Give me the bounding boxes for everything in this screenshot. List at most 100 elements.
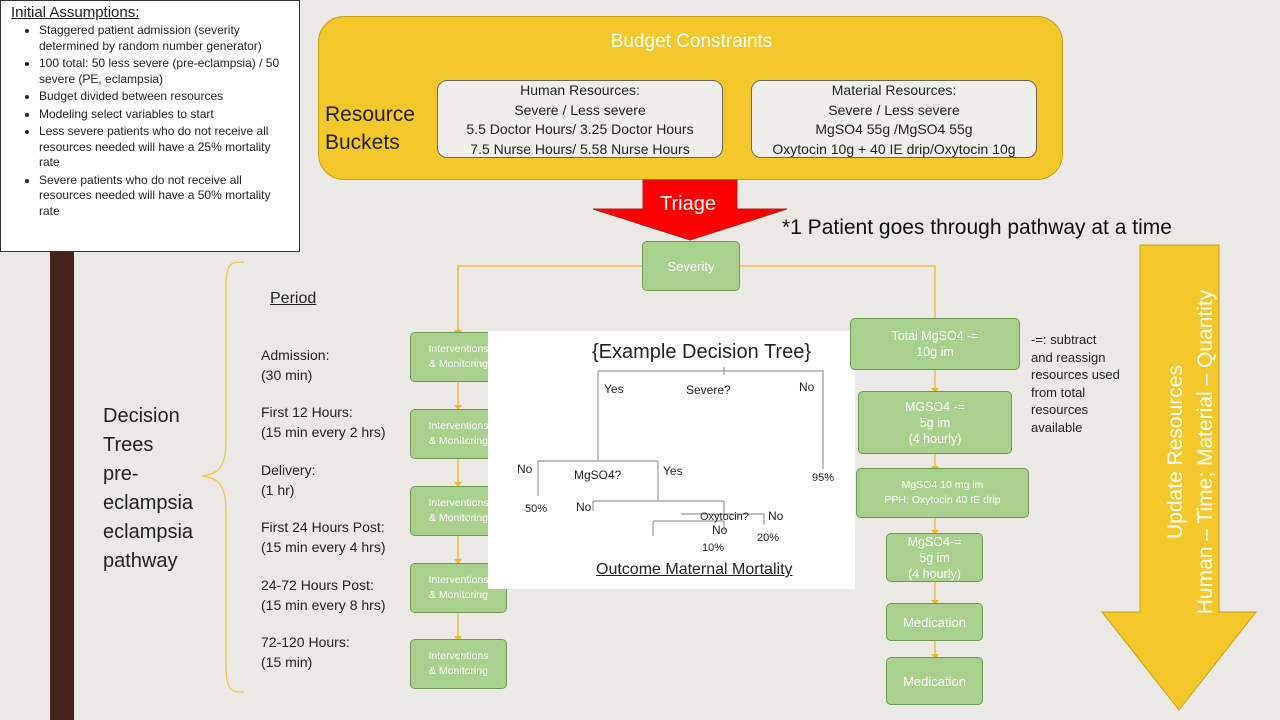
box-line: Total MgSO4 -=: [891, 329, 979, 343]
example-decision-tree: {Example Decision Tree} Yes Severe? No N…: [488, 331, 855, 589]
assumptions-list: Staggered patient admission (severity de…: [9, 23, 291, 219]
tree-outcome-caption: Outcome Maternal Mortality: [596, 561, 793, 578]
box-line: MGSO4 -=: [904, 399, 966, 414]
box-line: (4 hourly): [908, 566, 961, 581]
period-row: First 24 Hours Post:(15 min every 4 hrs): [261, 517, 385, 557]
tree-label: No: [517, 462, 533, 476]
assumption-item: Budget divided between resources: [39, 89, 291, 105]
tree-label: No: [576, 500, 592, 514]
assumption-item: Modeling select variables to start: [39, 107, 291, 123]
pathway-note: *1 Patient goes through pathway at a tim…: [782, 216, 1172, 239]
period-name: 72-120 Hours:: [261, 634, 350, 650]
box-line: & Monitoring: [429, 358, 488, 370]
period-duration: (15 min every 2 hrs): [261, 424, 386, 440]
label-line: Decision: [103, 405, 180, 427]
medication-box: Medication: [886, 603, 983, 641]
resource-buckets-label: Resource Buckets: [325, 101, 415, 157]
box-line: & Monitoring: [429, 435, 488, 447]
human-resources-box: Human Resources: Severe / Less severe 5.…: [437, 80, 723, 158]
period-row: Admission: (30 min): [261, 345, 329, 385]
period-duration: (1 hr): [261, 482, 295, 498]
box-line: (4 hourly): [908, 431, 962, 446]
budget-title: Budget Constraints: [610, 31, 773, 52]
assumptions-box: Initial Assumptions: Staggered patient a…: [0, 0, 300, 252]
box-line: & Monitoring: [429, 589, 488, 601]
timeline-bar: [50, 252, 74, 720]
period-row: Delivery: (1 hr): [261, 460, 315, 500]
buckets-line: Resource: [325, 103, 415, 126]
buckets-line: Buckets: [325, 131, 400, 154]
tree-lines: [537, 367, 824, 536]
tree-node: Oxytocin?: [700, 511, 749, 523]
period-row: 24-72 Hours Post: (15 min every 8 hrs): [261, 575, 385, 615]
update-line2: Human – Time; Material – Quantity: [1194, 289, 1217, 614]
tree-outcome: 95%: [812, 472, 835, 484]
medication-box: Medication: [886, 657, 983, 705]
box-line: Interventions: [428, 574, 489, 586]
box-line: 5g im: [919, 550, 950, 565]
assumption-item: Staggered patient admission (severity de…: [39, 23, 291, 54]
human-nurse-hours: 7.5 Nurse Hours/ 5.58 Nurse Hours: [470, 140, 690, 157]
tree-label: No: [799, 380, 815, 394]
assumption-item: 100 total: 50 less severe (pre-eclampsia…: [39, 56, 291, 87]
label-line: eclampsia: [103, 492, 194, 514]
tree-outcome: 50%: [525, 503, 548, 515]
tree-node: MgSO4?: [574, 468, 622, 482]
box-line: MgSO4 10 mg im: [901, 479, 984, 491]
box-line: 5g im: [919, 415, 951, 430]
assumption-item: Severe patients who do not receive all r…: [39, 173, 291, 220]
period-duration: (30 min): [261, 367, 313, 383]
period-name: 24-72 Hours Post:: [261, 577, 374, 593]
box-line: Interventions: [428, 497, 489, 509]
interventions-box: Interventions& Monitoring: [410, 639, 507, 689]
tree-label: No: [768, 509, 784, 523]
period-duration: (15 min every 8 hrs): [261, 597, 386, 613]
tree-node: Severe?: [686, 383, 731, 397]
human-heading: Human Resources:: [520, 82, 640, 98]
budget-constraints-box: Budget Constraints Resource Buckets Huma…: [318, 16, 1063, 180]
total-mgso4-box: Total MgSO4 -= 10g im: [850, 318, 1020, 370]
box-line: Medication: [903, 673, 966, 689]
tree-label: Yes: [604, 382, 624, 396]
interventions-box: Interventions & Monitoring: [410, 486, 507, 536]
tree-label: No: [712, 523, 728, 537]
box-line: Medication: [903, 614, 966, 630]
label-line: pathway: [103, 550, 178, 572]
mgso4-box: MGSO4 -=5g im(4 hourly): [858, 391, 1012, 454]
mgso4-oxytocin-box: MgSO4 10 mg im PPH: Oxytocin 40 IE drip: [856, 468, 1029, 518]
subtract-legend: -=: subtract and reassign resources used…: [1031, 332, 1120, 435]
label-line: eclampsia: [103, 521, 194, 543]
box-line: PPH: Oxytocin 40 IE drip: [884, 494, 1001, 506]
assumptions-title: Initial Assumptions:: [11, 4, 140, 21]
period-name: Delivery:: [261, 462, 316, 478]
severity-box: Severity: [642, 241, 740, 291]
period-title: Period: [270, 290, 317, 307]
period-duration: (15 min): [261, 654, 313, 670]
update-line1: Update Resources: [1164, 365, 1187, 539]
tree-title: {Example Decision Tree}: [592, 341, 812, 363]
box-line: Interventions: [428, 343, 489, 355]
human-doctor-hours: 5.5 Doctor Hours/ 3.25 Doctor Hours: [466, 121, 694, 137]
assumption-item: Less severe patients who do not receive …: [39, 124, 291, 171]
period-row: First 12 Hours:(15 min every 2 hrs): [261, 402, 385, 442]
box-line: & Monitoring: [429, 512, 488, 524]
material-resources-box: Material Resources: Severe / Less severe…: [751, 80, 1037, 158]
mgso4-box: MgSO4-=5g im(4 hourly): [886, 533, 983, 582]
update-resources-svg: Update Resources Human – Time; Material …: [1164, 289, 1217, 614]
period-name: Admission:: [261, 347, 330, 363]
tree-outcome: 10%: [702, 542, 725, 554]
box-line: Interventions: [428, 650, 489, 662]
label-line: Trees: [103, 434, 154, 456]
box-line: 10g im: [916, 345, 954, 359]
human-severity: Severe / Less severe: [514, 101, 646, 118]
severity-label: Severity: [667, 258, 715, 274]
material-heading: Material Resources:: [831, 82, 957, 98]
tree-outcome: 20%: [757, 532, 780, 544]
tree-label: Yes: [663, 464, 683, 478]
triage-arrow: [592, 179, 788, 241]
triage-label: Triage: [660, 193, 716, 215]
period-name: First 24 Hours Post:: [261, 519, 385, 535]
material-severity: Severe / Less severe: [828, 101, 960, 118]
material-oxytocin: Oxytocin 10g + 40 IE drip/Oxytocin 10g: [772, 140, 1016, 157]
